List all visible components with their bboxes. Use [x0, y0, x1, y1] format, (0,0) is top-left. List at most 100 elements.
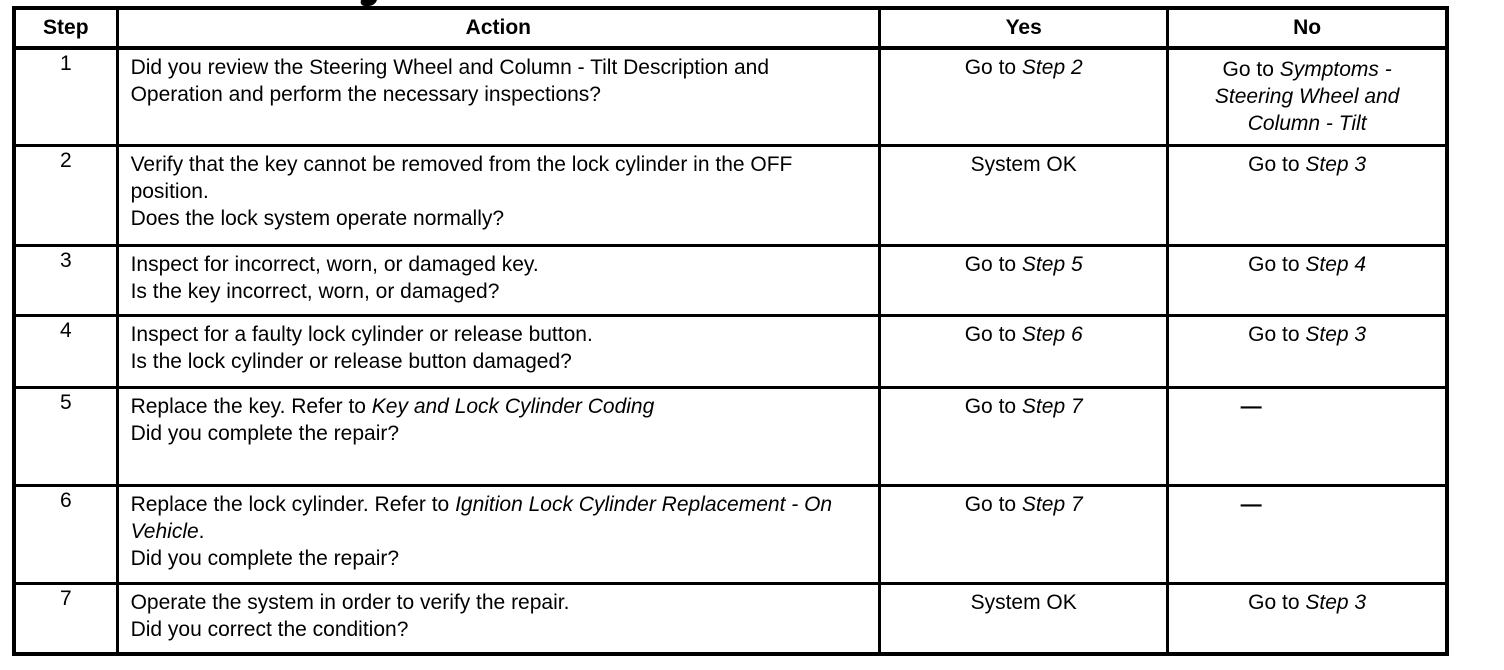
action-question: Is the key incorrect, worn, or damaged?	[131, 278, 865, 305]
action-instruction: Operate the system in order to verify th…	[131, 589, 865, 616]
text-segment: Go to	[964, 323, 1022, 346]
step-cell: 2	[12, 144, 119, 247]
italic-text-segment: Key and Lock Cylinder Coding	[371, 395, 655, 418]
no-cell: Go to Step 3	[1166, 144, 1449, 247]
action-cell: Did you review the Steering Wheel and Co…	[115, 46, 882, 147]
yes-cell: Go to Step 7	[878, 386, 1170, 487]
italic-text-segment: Step 3	[1305, 153, 1367, 176]
no-value: Go to Symptoms - Steering Wheel and Colu…	[1202, 56, 1412, 137]
table-row: 3 Inspect for incorrect, worn, or damaged…	[12, 244, 1449, 317]
action-cell: Verify that the key cannot be removed fr…	[115, 144, 882, 247]
action-cell: Operate the system in order to verify th…	[115, 582, 882, 655]
header-row: Step Action Yes No	[12, 6, 1449, 50]
italic-text-segment: Step 3	[1305, 591, 1367, 614]
yes-cell: Go to Step 6	[878, 314, 1170, 389]
step-cell: 3	[12, 244, 119, 317]
yes-cell: Go to Step 5	[878, 244, 1170, 317]
action-instruction: Replace the lock cylinder. Refer to Igni…	[131, 491, 865, 545]
no-value: Go to Step 3	[1248, 151, 1366, 178]
text-segment: Inspect for incorrect, worn, or damaged …	[130, 253, 539, 276]
step-cell: 1	[12, 46, 119, 147]
yes-cell: System OK	[878, 582, 1170, 655]
italic-text-segment: Ignition Lock Cylinder Replacement - On …	[130, 493, 833, 543]
italic-text-segment: Symptoms - Steering Wheel and Column - T…	[1214, 58, 1400, 135]
action-instruction: Verify that the key cannot be removed fr…	[131, 151, 865, 205]
italic-text-segment: Step 4	[1305, 253, 1367, 276]
action-instruction: Inspect for a faulty lock cylinder or re…	[131, 321, 865, 348]
yes-value: Go to Step 6	[965, 321, 1083, 348]
no-cell: Go to Step 3	[1166, 582, 1449, 655]
text-segment: Is the lock cylinder or release button d…	[130, 350, 572, 373]
italic-text-segment: Step 3	[1305, 323, 1367, 346]
text-segment: Go to	[1248, 591, 1306, 614]
text-segment: Go to	[964, 253, 1022, 276]
text-segment: Go to	[1248, 323, 1306, 346]
text-segment: Go to	[1248, 153, 1306, 176]
action-instruction: Did you review the Steering Wheel and Co…	[131, 54, 865, 108]
no-cell: Go to Symptoms - Steering Wheel and Colu…	[1166, 46, 1449, 147]
text-segment: Go to	[964, 493, 1022, 516]
text-segment: Did you correct the condition?	[130, 618, 409, 641]
yes-value: System OK	[971, 151, 1077, 178]
text-segment: —	[1240, 493, 1264, 516]
italic-text-segment: Step 5	[1021, 253, 1083, 276]
italic-text-segment: Step 6	[1021, 323, 1083, 346]
yes-value: Go to Step 2	[965, 54, 1083, 81]
text-segment: Did you complete the repair?	[130, 547, 400, 570]
action-cell: Inspect for a faulty lock cylinder or re…	[115, 314, 882, 389]
action-question: Did you correct the condition?	[131, 616, 865, 643]
action-cell: Inspect for incorrect, worn, or damaged …	[115, 244, 882, 317]
step-cell: 4	[12, 314, 119, 389]
text-segment: Inspect for a faulty lock cylinder or re…	[130, 323, 593, 346]
italic-text-segment: Step 7	[1021, 395, 1083, 418]
text-segment: .	[198, 520, 205, 543]
no-value: Go to Step 3	[1248, 589, 1366, 616]
text-segment: Is the key incorrect, worn, or damaged?	[130, 280, 500, 303]
text-segment: Replace the lock cylinder. Refer to	[130, 493, 456, 516]
no-value: Go to Step 3	[1248, 321, 1366, 348]
yes-cell: Go to Step 7	[878, 484, 1170, 585]
text-segment: Operate the system in order to verify th…	[130, 591, 570, 614]
col-header-step: Step	[12, 6, 119, 50]
yes-value: Go to Step 7	[965, 491, 1083, 518]
action-instruction: Inspect for incorrect, worn, or damaged …	[131, 251, 865, 278]
action-question: Did you complete the repair?	[131, 545, 865, 572]
yes-value: System OK	[971, 589, 1077, 616]
yes-value: Go to Step 5	[965, 251, 1083, 278]
action-instruction: Replace the key. Refer to Key and Lock C…	[131, 393, 865, 420]
table-row: 4 Inspect for a faulty lock cylinder or r…	[12, 314, 1449, 389]
text-segment: Does the lock system operate normally?	[130, 207, 505, 230]
no-cell: Go to Step 3	[1166, 314, 1449, 389]
yes-value: Go to Step 7	[965, 393, 1083, 420]
yes-cell: System OK	[878, 144, 1170, 247]
text-segment: Replace the key. Refer to	[130, 395, 372, 418]
text-segment: Go to	[964, 395, 1022, 418]
no-cell: —	[1166, 484, 1449, 585]
action-question: Is the lock cylinder or release button d…	[131, 348, 865, 375]
text-segment: Go to	[964, 56, 1022, 79]
no-cell: —	[1166, 386, 1449, 487]
col-header-no: No	[1166, 6, 1449, 50]
action-question: Does the lock system operate normally?	[131, 205, 865, 232]
table-header: Step Action Yes No	[12, 6, 1449, 50]
text-segment: Did you review the Steering Wheel and Co…	[130, 56, 770, 106]
no-value: —	[1241, 393, 1264, 420]
text-segment: Did you complete the repair?	[130, 422, 400, 445]
action-cell: Replace the key. Refer to Key and Lock C…	[115, 386, 882, 487]
italic-text-segment: Step 7	[1021, 493, 1083, 516]
action-cell: Replace the lock cylinder. Refer to Igni…	[115, 484, 882, 585]
text-segment: System OK	[970, 591, 1077, 614]
yes-cell: Go to Step 2	[878, 46, 1170, 147]
text-segment: Verify that the key cannot be removed fr…	[130, 153, 793, 203]
no-value: —	[1241, 491, 1264, 518]
col-header-yes: Yes	[878, 6, 1170, 50]
col-header-action: Action	[115, 6, 882, 50]
step-cell: 6	[12, 484, 119, 585]
